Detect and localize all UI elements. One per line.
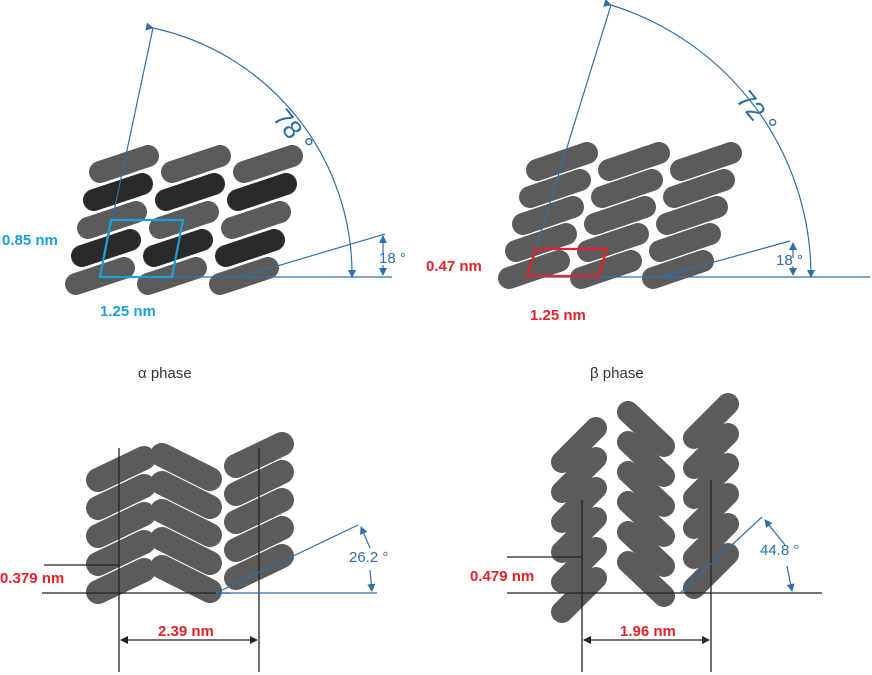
beta-tilt-angle-label: 72 ° bbox=[730, 85, 783, 140]
molecule bbox=[670, 142, 742, 181]
alpha-phase-label: α phase bbox=[138, 365, 192, 382]
molecule bbox=[683, 423, 739, 479]
molecule bbox=[215, 229, 285, 267]
molecule bbox=[86, 446, 156, 492]
angle-arc-78 bbox=[145, 22, 357, 278]
molecule bbox=[617, 401, 675, 457]
molecule bbox=[584, 196, 656, 235]
alpha-angle-label: 26.2 ° bbox=[349, 549, 388, 566]
molecule bbox=[617, 491, 675, 547]
angle-arc-72 bbox=[603, 0, 816, 278]
beta-angle-label: 44.8 ° bbox=[760, 542, 799, 559]
molecule bbox=[551, 537, 607, 593]
alpha-cell-width-label: 1.25 nm bbox=[100, 303, 156, 320]
molecule bbox=[155, 173, 225, 211]
alpha-spacing-label: 0.379 nm bbox=[0, 570, 64, 587]
molecule bbox=[526, 142, 598, 181]
molecule bbox=[642, 250, 714, 289]
molecule bbox=[683, 393, 739, 449]
molecules-layer bbox=[65, 142, 742, 623]
molecule bbox=[551, 447, 607, 503]
molecule bbox=[617, 521, 675, 577]
alpha-width-label: 2.39 nm bbox=[158, 623, 214, 640]
molecule bbox=[649, 223, 721, 262]
inclined-line bbox=[679, 516, 763, 594]
molecule bbox=[512, 196, 584, 235]
beta-small-angle-label: 18 ° bbox=[776, 252, 803, 269]
beta-phase-label: β phase bbox=[590, 365, 644, 382]
molecule bbox=[551, 507, 607, 563]
alpha-side-guides bbox=[42, 448, 377, 672]
angle-arrow-up bbox=[764, 519, 786, 546]
molecule bbox=[221, 201, 291, 239]
angle-arrow-down bbox=[786, 565, 795, 592]
molecule bbox=[233, 145, 303, 183]
molecule bbox=[150, 527, 222, 575]
molecule bbox=[591, 169, 663, 208]
alpha-small-angle-label: 18 ° bbox=[379, 250, 406, 267]
molecule bbox=[663, 169, 735, 208]
inclined-line bbox=[215, 524, 359, 594]
beta-top-guides bbox=[525, 0, 870, 278]
molecule bbox=[150, 499, 222, 547]
molecule bbox=[150, 471, 222, 519]
molecule bbox=[86, 530, 156, 576]
molecule bbox=[617, 431, 675, 487]
beta-spacing-label: 0.479 nm bbox=[470, 568, 534, 585]
molecule bbox=[551, 477, 607, 533]
molecule bbox=[150, 555, 222, 603]
molecule bbox=[498, 250, 570, 289]
alpha-top-guides bbox=[98, 22, 392, 279]
unit-cell-alpha bbox=[98, 218, 185, 279]
angle-arrow-up bbox=[360, 526, 371, 549]
molecule bbox=[519, 169, 591, 208]
beta-side-guides bbox=[507, 480, 822, 672]
beta-cell-height-label: 0.47 nm bbox=[426, 258, 482, 275]
alpha-cell-height-label: 0.85 nm bbox=[2, 232, 58, 249]
molecule bbox=[161, 145, 231, 183]
molecule bbox=[617, 461, 675, 517]
molecule bbox=[656, 196, 728, 235]
tilt-axis-line bbox=[526, 4, 612, 278]
molecule bbox=[551, 417, 607, 473]
molecule bbox=[86, 502, 156, 548]
molecule bbox=[227, 173, 297, 211]
angle-arrow-down bbox=[367, 569, 376, 592]
beta-cell-width-label: 1.25 nm bbox=[530, 307, 586, 324]
molecule bbox=[617, 551, 675, 607]
beta-width-label: 1.96 nm bbox=[620, 623, 676, 640]
molecule bbox=[598, 142, 670, 181]
molecule bbox=[150, 443, 222, 491]
molecule bbox=[505, 223, 577, 262]
molecule bbox=[551, 567, 607, 623]
molecule bbox=[86, 474, 156, 520]
unit-cell-beta bbox=[525, 247, 609, 278]
molecule bbox=[86, 558, 156, 604]
